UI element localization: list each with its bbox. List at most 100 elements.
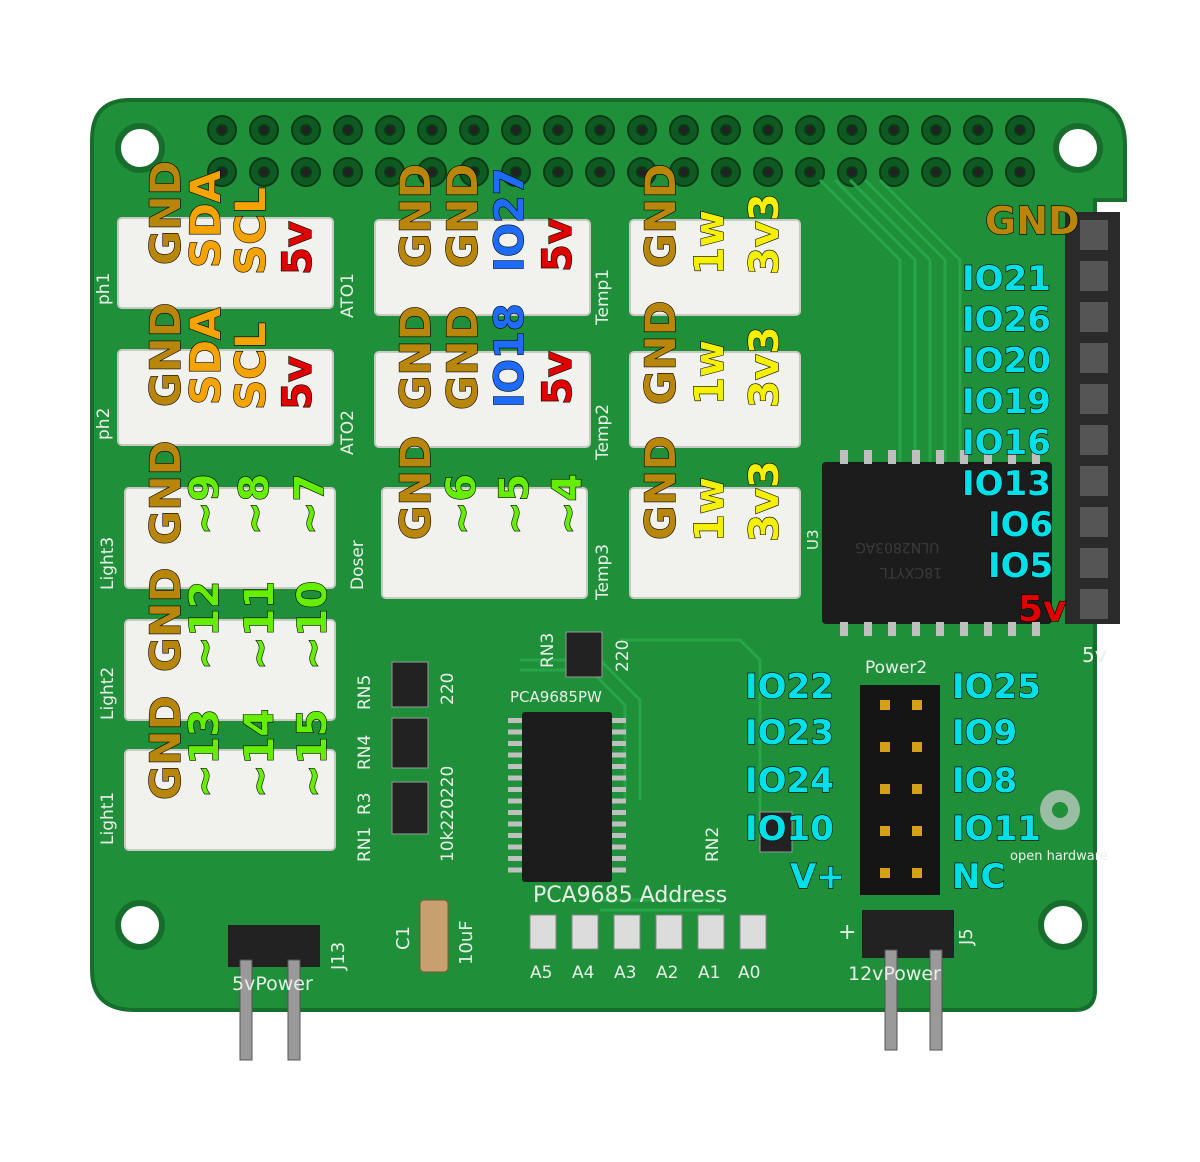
capacitor-c1	[419, 899, 449, 973]
power2-pin	[912, 868, 922, 878]
uln-pin	[960, 622, 968, 636]
uln-pin	[936, 622, 944, 636]
pca-pin	[612, 856, 626, 861]
power12v-pin-a	[884, 949, 898, 1051]
ato1-pin2-label: GND	[437, 163, 487, 269]
gpio-pin-hole	[720, 124, 732, 136]
temp3-pin1-label: GND	[635, 435, 685, 541]
silk-220-a: 220	[438, 672, 458, 705]
light3-pin3-label: ~8	[231, 473, 278, 536]
silk-doser: Doser	[348, 540, 368, 590]
pca-pin	[612, 718, 626, 723]
gpio-pin-hole	[384, 124, 396, 136]
pca-pin	[508, 810, 522, 815]
silk-addr-a3: A3	[614, 963, 637, 983]
power2-pins	[880, 700, 922, 878]
silk-rn3: RN3	[538, 632, 558, 668]
silk-addr-a4: A4	[572, 963, 595, 983]
power12v-pin-b	[929, 949, 943, 1051]
silk-ph2: ph2	[94, 407, 114, 440]
right-header-pins	[1080, 220, 1108, 619]
gpio-pin-hole	[594, 166, 606, 178]
silk-plus: +	[838, 920, 857, 945]
silk-rn2: RN2	[703, 826, 723, 862]
power2-pin	[912, 784, 922, 794]
silk-u3: U3	[804, 529, 822, 550]
silk-pca-chip: PCA9685PW	[510, 688, 602, 706]
gpio-pin-hole	[300, 124, 312, 136]
silk-c1: C1	[393, 925, 414, 950]
traces	[520, 178, 962, 912]
temp3-pin3-label: 3v3	[741, 460, 788, 543]
pca-pin	[612, 844, 626, 850]
right-header-io13-label: IO13	[961, 464, 1051, 504]
right-header-io26-label: IO26	[961, 300, 1051, 340]
pca9685-chip	[522, 712, 612, 882]
uln-pin	[840, 622, 848, 636]
pca-pin	[508, 856, 522, 861]
gpio-pin-hole	[384, 166, 396, 178]
silk-light1: Light1	[98, 791, 118, 845]
silk-220-c: 220	[613, 639, 633, 672]
pca-pin	[508, 729, 522, 735]
silk-addr-a1: A1	[698, 963, 721, 983]
gpio-pin-hole	[468, 166, 480, 178]
power2-pin	[912, 700, 922, 710]
address-pad	[697, 914, 725, 950]
pca-pin	[612, 810, 626, 815]
silk-ato1: ATO1	[338, 273, 358, 318]
doser-pin3-label: ~5	[491, 473, 538, 536]
pca-pin	[508, 752, 522, 758]
silk-addr-a5: A5	[530, 963, 553, 983]
uln-pin	[1008, 450, 1016, 464]
uln-pins	[840, 450, 1040, 636]
gpio-pin-hole	[720, 166, 732, 178]
doser-pin1-label: GND	[390, 435, 440, 541]
power2-right-pin1-label: IO25	[951, 667, 1041, 707]
address-pad	[613, 914, 641, 950]
gpio-pin-hole	[216, 166, 228, 178]
ph2-pin3-label: SCL	[225, 322, 275, 411]
silk-uln-code: 18CXYTL	[880, 564, 943, 580]
right-header-gnd-label: GND	[984, 199, 1080, 243]
uln-pin	[912, 450, 920, 464]
gpio-pin-hole	[342, 166, 354, 178]
power2-pin	[880, 868, 890, 878]
temp2-pin1-label: GND	[635, 300, 685, 406]
uln-pin	[888, 450, 896, 464]
right-header-io6-label: IO6	[987, 505, 1054, 545]
gpio-pin-hole	[930, 166, 942, 178]
light1-pin2-label: ~13	[181, 708, 228, 798]
light2-pin4-label: ~10	[289, 580, 336, 670]
silk-power2: Power2	[865, 658, 928, 678]
silk-10k: 10k220220	[438, 765, 458, 862]
right-header-pin	[1080, 384, 1108, 414]
open-hardware-gear-icon	[1040, 790, 1080, 830]
right-header-io21-label: IO21	[961, 259, 1051, 299]
uln-pin	[840, 450, 848, 464]
gpio-header	[207, 115, 1035, 187]
power2-left-pin5-label: V+	[789, 857, 845, 897]
light3-pin4-label: ~7	[286, 473, 333, 536]
gpio-pin-hole	[846, 124, 858, 136]
address-pad	[655, 914, 683, 950]
gpio-pin-hole	[468, 124, 480, 136]
light3-pin1-label: GND	[140, 440, 190, 546]
temp3-pin2-label: 1w	[686, 477, 733, 543]
pca-pins	[508, 718, 626, 873]
ato2-pin1-label: GND	[390, 305, 440, 411]
uln-pin	[912, 622, 920, 636]
gpio-pin-hole	[678, 166, 690, 178]
power2-pin	[880, 700, 890, 710]
right-header-pin	[1080, 343, 1108, 373]
light1-pin1-label: GND	[140, 695, 190, 801]
power5v-pin-a	[239, 959, 253, 1061]
pca-pin	[612, 821, 626, 827]
pca-pin	[612, 775, 626, 781]
pca-pin	[508, 775, 522, 781]
power2-left-pin4-label: IO10	[744, 809, 834, 849]
pca-pin	[612, 787, 626, 792]
pca-pin	[612, 833, 626, 838]
power2-pin	[912, 742, 922, 752]
right-header-5v-label: 5v	[1017, 589, 1067, 630]
